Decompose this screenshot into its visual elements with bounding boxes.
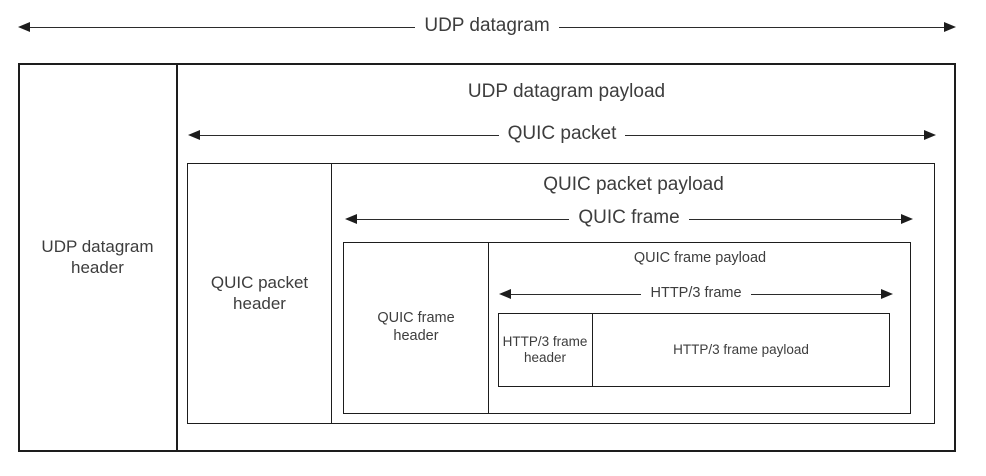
quic-packet-header-label: QUIC packet header (210, 272, 309, 313)
udp-datagram-header-label: UDP datagram header (41, 236, 154, 277)
arrow-line (625, 134, 925, 136)
arrowhead-right-icon (881, 289, 894, 299)
dimension-arrow-quic-frame-label: QUIC frame (578, 207, 680, 228)
arrowhead-left-icon (18, 22, 30, 32)
dimension-arrow-udp-datagram: UDP datagram (18, 15, 957, 38)
udp-datagram-box (18, 63, 956, 452)
dimension-arrow-quic-frame: QUIC frame (345, 207, 914, 230)
quic-frame-header-payload-divider (488, 242, 489, 414)
arrowhead-right-icon (901, 214, 914, 224)
dimension-arrow-quic-packet-label: QUIC packet (507, 123, 617, 144)
arrow-line (357, 218, 570, 220)
arrow-line (750, 293, 882, 295)
arrowhead-left-icon (499, 289, 511, 299)
dimension-arrow-http3-frame-label: HTTP/3 frame (650, 285, 742, 301)
arrow-line (30, 26, 416, 28)
dimension-arrow-quic-packet: QUIC packet (188, 123, 937, 146)
http3-frame-payload-label: HTTP/3 frame payload (673, 341, 809, 357)
udp-header-payload-divider (176, 63, 178, 452)
dimension-arrow-udp-datagram-label: UDP datagram (424, 15, 550, 36)
http3-frame-header-payload-divider (592, 313, 593, 387)
quic-packet-payload-label: QUIC packet payload (543, 174, 724, 195)
quic-frame-box (343, 242, 911, 414)
quic-packet-header-payload-divider (331, 163, 332, 424)
arrowhead-left-icon (345, 214, 357, 224)
arrowhead-left-icon (188, 130, 200, 140)
udp-datagram-payload-label: UDP datagram payload (467, 81, 666, 102)
arrow-line (688, 218, 902, 220)
dimension-arrow-http3-frame: HTTP/3 frame (499, 284, 894, 304)
arrow-line (200, 134, 499, 136)
arrowhead-right-icon (944, 22, 957, 32)
quic-frame-header-label: QUIC frame header (377, 310, 455, 344)
arrowhead-right-icon (924, 130, 937, 140)
arrow-line (558, 26, 945, 28)
quic-frame-payload-label: QUIC frame payload (633, 250, 767, 266)
arrow-line (511, 293, 642, 295)
quic-packet-box (187, 163, 935, 424)
http3-frame-header-label: HTTP/3 frame header (502, 333, 588, 365)
http3-frame-box (498, 313, 890, 387)
